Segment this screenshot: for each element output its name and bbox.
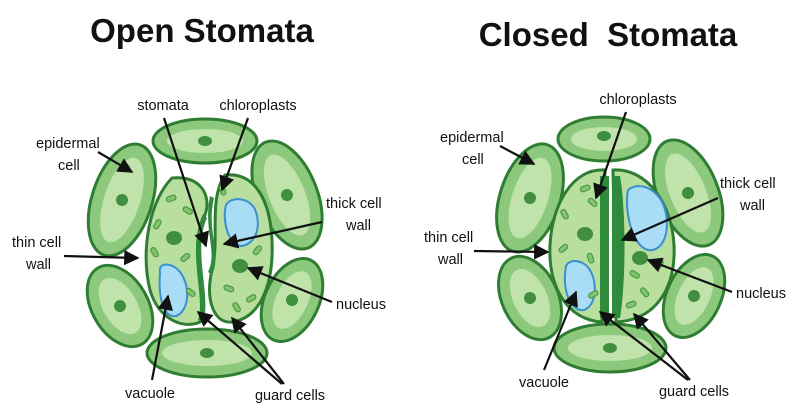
label-vacuole: vacuole [125, 386, 175, 402]
epidermal-nucleus [597, 131, 611, 141]
epidermal-nucleus [281, 189, 293, 201]
label-stomata: stomata [137, 98, 190, 114]
chloroplast [588, 290, 599, 299]
label-thin-wall-line1: thin cell [424, 230, 473, 246]
chloroplast [185, 287, 196, 297]
arrow-guard-right [231, 316, 285, 385]
label-thin-wall-line2: wall [25, 257, 51, 273]
chloroplast [586, 252, 595, 264]
label-epidermal-line2: cell [58, 158, 80, 174]
arrow-thick-wall [620, 196, 719, 242]
chloroplast [579, 184, 591, 193]
open-epidermal-cells [85, 117, 325, 379]
label-guard-cells: guard cells [659, 384, 729, 400]
label-chloroplasts: chloroplasts [599, 92, 676, 108]
label-epidermal-line1: epidermal [440, 130, 504, 146]
arrow-chloroplasts [219, 117, 250, 192]
arrow-chloroplasts [593, 111, 628, 200]
epidermal-nucleus [200, 348, 214, 358]
open-guard-cells [144, 173, 274, 326]
open-stomata-panel: Open Stomata [12, 12, 386, 404]
epidermal-nucleus [116, 194, 128, 206]
label-guard-cells: guard cells [255, 388, 325, 404]
open-pointer-arrows [63, 117, 333, 385]
left-thick-wall [600, 176, 609, 318]
epidermal-nucleus [524, 192, 536, 204]
vacuole-right [223, 198, 259, 248]
chloroplast [246, 294, 257, 303]
epidermal-nucleus [688, 290, 700, 302]
arrow-thin-wall [473, 244, 550, 260]
label-thin-wall-line2: wall [437, 252, 463, 268]
chloroplast [180, 252, 191, 262]
chloroplast [150, 247, 159, 258]
chloroplast [182, 206, 193, 215]
arrow-thin-wall [63, 249, 140, 266]
right-thick-wall [208, 196, 216, 275]
nucleus-left [166, 231, 182, 245]
nucleus-left [577, 227, 593, 241]
arrow-guard-left [196, 310, 283, 385]
chloroplast [232, 302, 241, 313]
label-nucleus: nucleus [336, 297, 386, 313]
epidermal-nucleus [603, 343, 617, 353]
chloroplast [640, 287, 650, 298]
chloroplast [560, 209, 569, 220]
arrow-guard-right [633, 312, 691, 381]
label-thick-wall-line1: thick cell [720, 176, 776, 192]
label-epidermal-line1: epidermal [36, 136, 100, 152]
arrow-vacuole [150, 294, 173, 381]
epidermal-nucleus [114, 300, 126, 312]
arrow-epidermal [499, 145, 536, 165]
closed-stomata-title: Closed Stomata [479, 16, 738, 53]
arrow-nucleus [646, 257, 733, 294]
chloroplast [165, 194, 177, 203]
label-epidermal-line2: cell [462, 152, 484, 168]
open-stomata-title: Open Stomata [90, 12, 314, 49]
chloroplast [252, 245, 262, 256]
epidermal-nucleus [286, 294, 298, 306]
epidermal-nucleus [198, 136, 212, 146]
epidermal-nucleus [682, 187, 694, 199]
chloroplast [625, 300, 637, 309]
closed-epidermal-cells [495, 115, 727, 374]
nucleus-right [632, 251, 648, 265]
arrow-nucleus [246, 266, 333, 304]
label-thick-wall-line1: thick cell [326, 196, 382, 212]
chloroplast [629, 270, 640, 279]
arrow-stomata [162, 117, 209, 248]
label-nucleus: nucleus [736, 286, 786, 302]
arrow-thick-wall [222, 220, 323, 249]
closed-stomata-panel: Closed Stomata [424, 16, 786, 400]
chloroplast [587, 197, 598, 207]
nucleus-right [232, 259, 248, 273]
label-vacuole: vacuole [519, 375, 569, 391]
arrow-vacuole [542, 290, 578, 371]
closed-guard-cells [548, 168, 676, 324]
label-thin-wall-line1: thin cell [12, 235, 61, 251]
chloroplast [153, 219, 162, 230]
right-thick-wall [612, 176, 625, 318]
label-thick-wall-line2: wall [739, 198, 765, 214]
label-chloroplasts: chloroplasts [219, 98, 296, 114]
epidermal-nucleus [524, 292, 536, 304]
label-thick-wall-line2: wall [345, 218, 371, 234]
arrow-guard-left [598, 311, 689, 381]
chloroplast [558, 243, 569, 253]
chloroplast [223, 284, 235, 293]
right-guard-cell [208, 173, 274, 324]
chloroplasts-closed [558, 184, 664, 309]
arrow-epidermal [97, 151, 134, 173]
closed-pointer-arrows [473, 111, 733, 381]
